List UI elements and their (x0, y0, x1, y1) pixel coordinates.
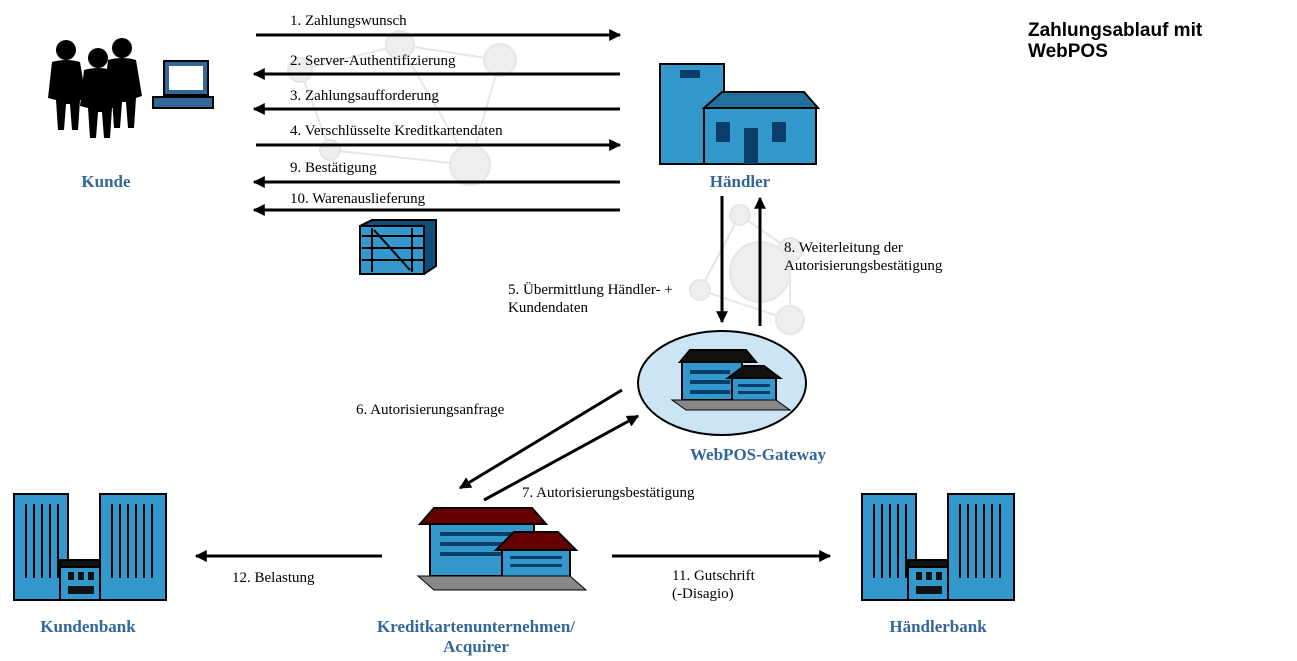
step-label-5-line1: 5. Übermittlung Händler- + (508, 282, 673, 298)
entity-label-acquirer-line2: Acquirer (443, 637, 509, 656)
step-label-8: 8. Weiterleitung der Autorisierungsbestä… (784, 239, 942, 275)
entity-label-haendler: Händler (709, 172, 771, 191)
step-label-11-line2: (-Disagio) (672, 586, 734, 602)
acquirer-building-icon (416, 507, 588, 591)
entity-label-kundenbank: Kundenbank (40, 617, 136, 636)
step-label-3: 3. Zahlungsaufforderung (290, 88, 439, 104)
entity-label-kunde: Kunde (81, 172, 131, 191)
step-label-2: 2. Server-Authentifizierung (290, 53, 456, 69)
step-label-1: 1. Zahlungswunsch (290, 13, 407, 29)
customer-people-icon (48, 38, 142, 138)
customer-bank-building-icon (13, 493, 167, 601)
step-label-11: 11. Gutschrift (-Disagio) (672, 567, 755, 603)
arrow-step-6 (458, 388, 623, 490)
arrow-step-7 (483, 414, 640, 502)
background-network-decoration (287, 30, 805, 335)
gateway-ellipse-icon (637, 330, 807, 436)
flow-arrows (194, 29, 832, 562)
entity-label-gateway: WebPOS-Gateway (690, 445, 826, 464)
page-title: Zahlungsablauf mit WebPOS (1028, 20, 1288, 62)
step-label-10: 10. Warenauslieferung (290, 191, 426, 207)
step-label-4: 4. Verschlüsselte Kreditkartendaten (290, 123, 503, 139)
step-label-12: 12. Belastung (232, 570, 315, 586)
step-label-11-line1: 11. Gutschrift (672, 568, 755, 584)
merchant-building-icon (659, 63, 821, 165)
page-title-line2: WebPOS (1028, 41, 1108, 62)
step-label-5-line2: Kundendaten (508, 300, 588, 316)
step-label-7: 7. Autorisierungsbestätigung (522, 485, 695, 501)
package-crate-icon (359, 219, 437, 275)
entity-label-acquirer: Kreditkartenunternehmen/ Acquirer (336, 617, 616, 657)
step-label-6: 6. Autorisierungsanfrage (356, 402, 505, 418)
merchant-bank-building-icon (861, 493, 1015, 601)
step-label-5: 5. Übermittlung Händler- + Kundendaten (508, 281, 673, 317)
page-title-line1: Zahlungsablauf mit (1028, 20, 1203, 41)
step-label-9: 9. Bestätigung (290, 160, 377, 176)
entity-label-haendlerbank: Händlerbank (889, 617, 987, 636)
step-label-8-line2: Autorisierungsbestätigung (784, 258, 943, 274)
customer-computer-icon (152, 60, 214, 109)
step-label-8-line1: 8. Weiterleitung der (784, 240, 903, 256)
entity-label-acquirer-line1: Kreditkartenunternehmen/ (376, 617, 575, 636)
